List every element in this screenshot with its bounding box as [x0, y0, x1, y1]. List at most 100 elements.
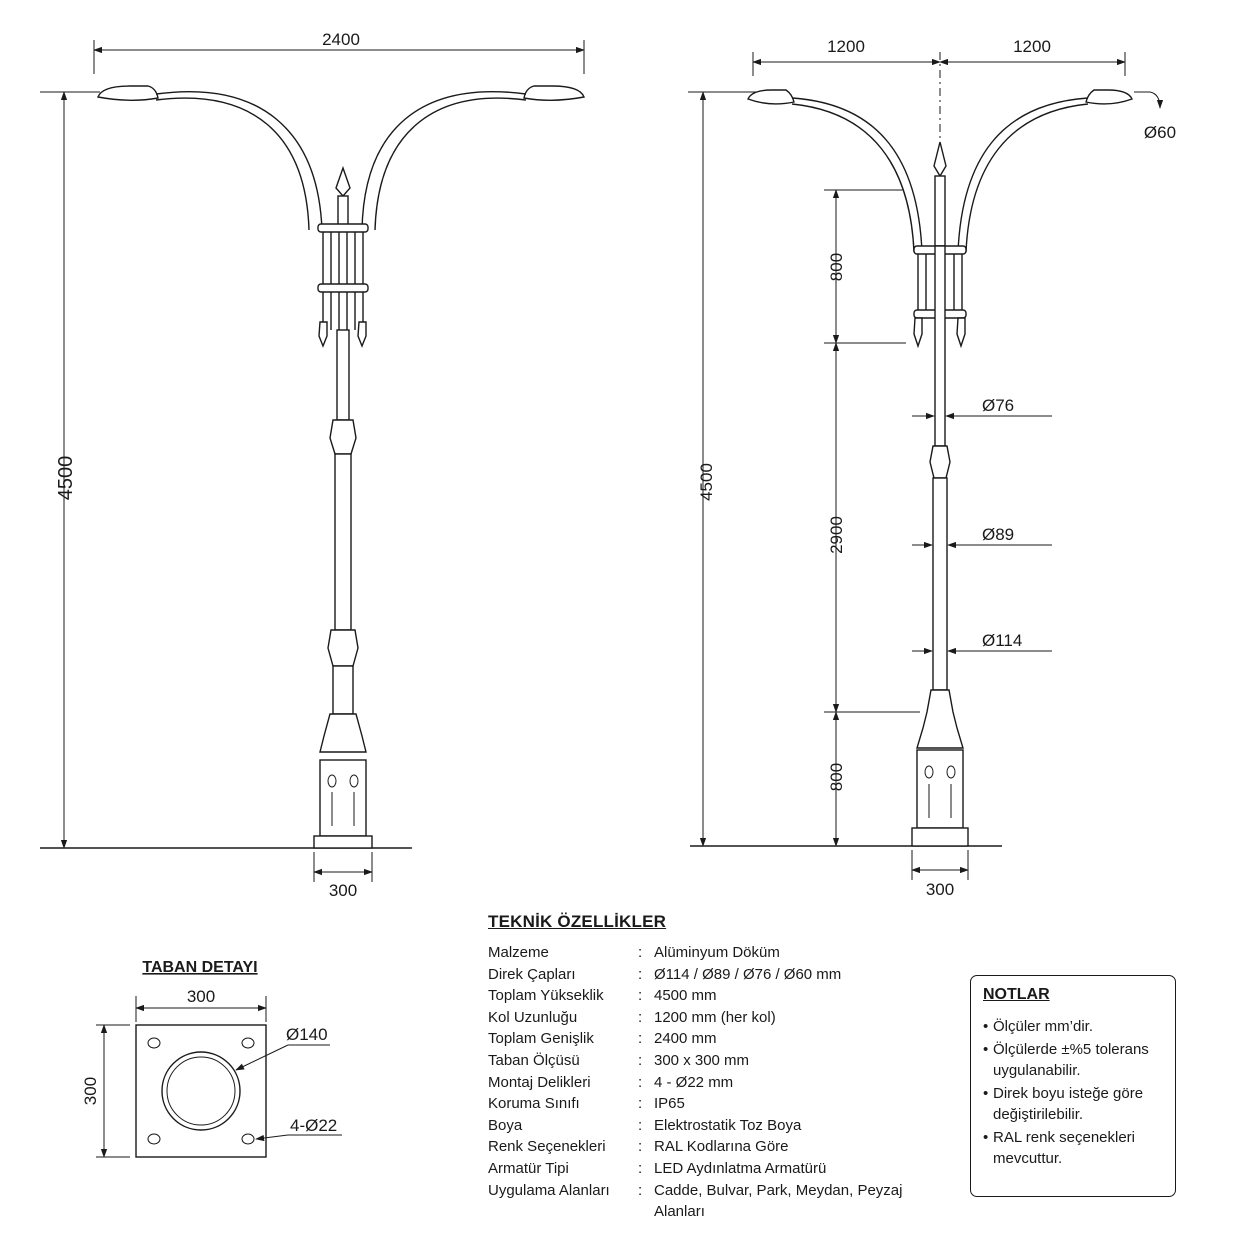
spec-label: Malzeme: [488, 944, 549, 961]
spec-separator: :: [638, 1030, 643, 1048]
height-dimension-label: 4500: [55, 456, 77, 501]
height-dimension-label: 4500: [697, 463, 716, 501]
bullet-icon: •: [983, 1018, 989, 1035]
base-plate-outline: [135, 1024, 267, 1158]
spec-row: Montaj Delikleri:4 - Ø22 mm: [488, 1072, 908, 1094]
note-text: RAL renk seçenekleri mevcuttur.: [993, 1128, 1136, 1168]
spec-row: Koruma Sınıfı:IP65: [488, 1093, 908, 1115]
left-arm: [791, 97, 923, 253]
notes-box: NOTLAR •Ölçüler mm’dir.•Ölçülerde ±%5 to…: [970, 975, 1176, 1197]
spec-label: Taban Ölçüsü: [488, 1051, 580, 1069]
spec-value: IP65: [654, 1095, 685, 1113]
bolt-hole: [147, 1133, 161, 1145]
technical-specifications: TEKNİK ÖZELLİKLER Malzeme:Alüminyum Dökü…: [488, 912, 908, 1223]
notes-title: NOTLAR: [983, 986, 1050, 1003]
base-height-label: 300: [81, 1077, 100, 1105]
middle-shaft: [932, 477, 948, 691]
width-dimension-label: 2400: [322, 30, 360, 49]
bolt-hole: [241, 1133, 255, 1145]
lower-shaft: [332, 665, 354, 715]
center-hole-label: Ø140: [286, 1025, 328, 1044]
pole-base: [916, 749, 964, 829]
right-lamp-head: [1085, 89, 1133, 105]
segment-top-label: 800: [827, 253, 846, 281]
note-item: •RAL renk seçenekleri mevcuttur.: [983, 1127, 1165, 1170]
base-ornament: [916, 689, 964, 749]
spec-separator: :: [638, 1116, 643, 1134]
base-detail-view: TABAN DETAYI 300 300 Ø140 4-Ø22: [81, 959, 342, 1158]
spec-separator: :: [638, 1051, 643, 1069]
note-item: •Direk boyu isteğe göre değiştirilebilir…: [983, 1083, 1165, 1126]
spec-label: Armatür Tipi: [488, 1159, 569, 1177]
base-plate: [911, 827, 969, 847]
spec-value: Cadde, Bulvar, Park, Meydan, Peyzaj Alan…: [654, 1181, 903, 1221]
spec-separator: :: [638, 1138, 643, 1156]
note-item: •Ölçülerde ±%5 tolerans uygulanabilir.: [983, 1039, 1165, 1082]
spec-row: Armatür Tipi: LED Aydınlatma Armatürü: [488, 1158, 908, 1180]
segment-middle-label: 2900: [827, 516, 846, 554]
note-item: •Ölçüler mm’dir.: [983, 1016, 1165, 1038]
finial: [933, 141, 947, 178]
middle-shaft: [334, 453, 352, 631]
spec-label: Renk Seçenekleri: [488, 1138, 606, 1156]
base-detail-title: TABAN DETAYI: [142, 959, 257, 976]
base-dimension-label: 300: [329, 881, 357, 900]
spec-row: Boya:Elektrostatik Toz Boya: [488, 1115, 908, 1137]
upper-ornament: [929, 445, 951, 479]
spec-separator: :: [638, 987, 643, 1005]
specs-title: TEKNİK ÖZELLİKLER: [488, 912, 667, 931]
spec-row: Toplam Yükseklik:4500 mm: [488, 985, 908, 1007]
spec-row: Renk Seçenekleri:RAL Kodlarına Göre: [488, 1136, 908, 1158]
spec-label: Kol Uzunluğu: [488, 1008, 578, 1026]
upper-collar: [317, 223, 369, 233]
left-arm: [155, 90, 323, 231]
base-ornament: [319, 713, 367, 753]
bolt-hole: [241, 1037, 255, 1049]
base-width-label: 300: [187, 987, 215, 1006]
spec-value: 4500 mm: [654, 987, 717, 1005]
diameter-lower-label: Ø114: [982, 631, 1022, 650]
notes-list: •Ölçüler mm’dir.•Ölçülerde ±%5 tolerans …: [983, 1016, 1165, 1170]
spec-row: Direk Çapları:Ø114 / Ø89 / Ø76 / Ø60 mm: [488, 964, 908, 986]
spec-label: Toplam Yükseklik: [488, 987, 604, 1005]
spec-value: Elektrostatik Toz Boya: [654, 1116, 802, 1134]
center-hole: [161, 1051, 241, 1131]
spec-value: 1200 mm (her kol): [654, 1008, 776, 1026]
right-arm-dimension-label: 1200: [1013, 37, 1051, 56]
diameter-middle-label: Ø89: [982, 525, 1014, 544]
spec-label: Direk Çapları: [488, 965, 576, 983]
spec-separator: :: [638, 944, 643, 961]
segment-bottom-label: 800: [827, 763, 846, 791]
spec-separator: :: [638, 965, 643, 983]
spec-row: Kol Uzunluğu:1200 mm (her kol): [488, 1007, 908, 1029]
right-lamp-head: [523, 85, 585, 101]
spec-row: Uygulama Alanları:Cadde, Bulvar, Park, M…: [488, 1180, 908, 1223]
bullet-icon: •: [983, 1128, 989, 1146]
right-arm: [957, 97, 1089, 253]
left-arm-dimension-label: 1200: [827, 37, 865, 56]
diameter-upper-label: Ø76: [982, 396, 1014, 415]
upper-shaft: [934, 245, 946, 447]
spec-value: LED Aydınlatma Armatürü: [654, 1159, 827, 1177]
spec-row: Taban Ölçüsü:300 x 300 mm: [488, 1050, 908, 1072]
spec-value: 300 x 300 mm: [654, 1051, 750, 1069]
right-arm: [361, 90, 527, 231]
spec-separator: :: [638, 1159, 643, 1177]
left-lamp-head: [747, 89, 795, 105]
spec-separator: :: [638, 1008, 643, 1026]
spec-separator: :: [638, 1181, 643, 1199]
spec-separator: :: [638, 1073, 643, 1091]
left-elevation-view: 2400 4500: [40, 30, 585, 900]
left-lamp-head: [97, 85, 159, 101]
bullet-icon: •: [983, 1084, 989, 1102]
spec-value: 4 - Ø22 mm: [654, 1073, 734, 1091]
note-text: Ölçülerde ±%5 tolerans uygulanabilir.: [993, 1040, 1149, 1080]
bullet-icon: •: [983, 1040, 989, 1058]
lower-collar: [317, 283, 369, 293]
upper-shaft: [336, 329, 350, 421]
note-text: Ölçüler mm’dir.: [993, 1018, 1094, 1035]
bolt-holes-label: 4-Ø22: [290, 1116, 337, 1135]
lamp-diameter-label: Ø60: [1144, 123, 1176, 142]
spec-value: 2400 mm: [654, 1030, 717, 1048]
